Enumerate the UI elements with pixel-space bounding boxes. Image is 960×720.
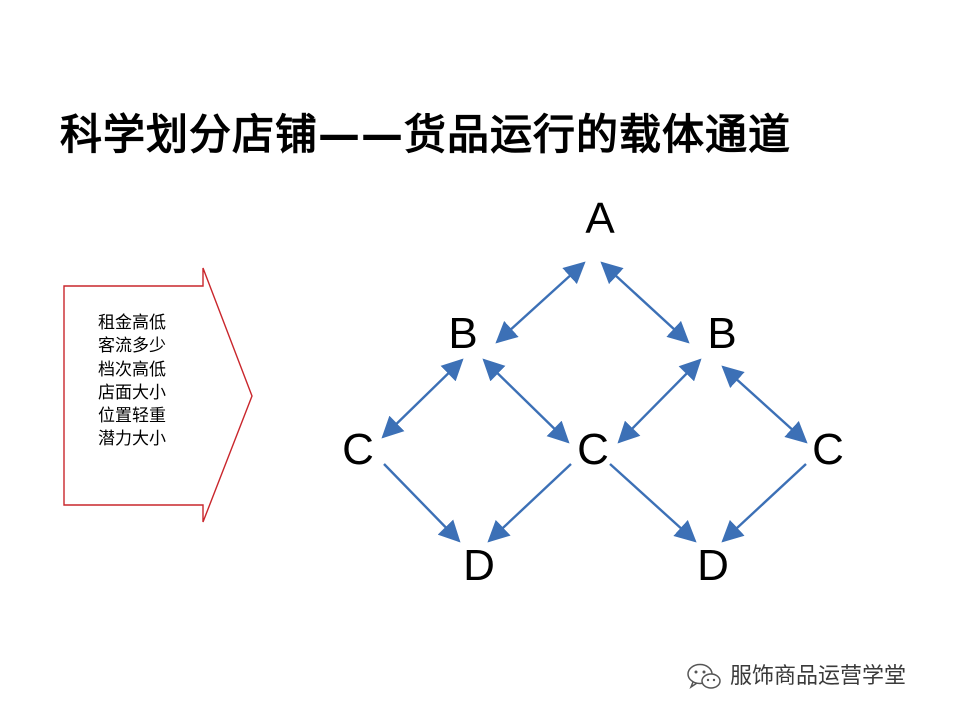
edge-a-b1	[495, 261, 586, 344]
edges-layer	[381, 261, 808, 543]
node-b-right: B	[707, 309, 737, 358]
criteria-item: 潜力大小	[98, 429, 166, 450]
criteria-list: 租金高低 客流多少 档次高低 店面大小 位置轻重 潜力大小	[98, 312, 208, 452]
edge-b1-c2	[482, 358, 570, 444]
node-d-left: D	[463, 541, 495, 590]
edge-b2-c3	[721, 365, 808, 444]
node-c-right: C	[812, 425, 844, 474]
criteria-item: 位置轻重	[98, 406, 166, 427]
edge-c2-d1	[487, 463, 572, 543]
edge-b1-c1	[381, 358, 464, 439]
edge-a-b2	[600, 261, 690, 344]
wechat-icon	[687, 663, 721, 689]
node-c-middle: C	[577, 425, 609, 474]
criteria-item: 档次高低	[98, 359, 166, 380]
edge-c2-d2	[609, 463, 697, 543]
node-b-left: B	[448, 309, 478, 358]
criteria-item: 租金高低	[98, 313, 166, 333]
edge-c1-d1	[383, 463, 461, 543]
criteria-item: 店面大小	[98, 382, 166, 403]
node-d-right: D	[697, 541, 729, 590]
criteria-item: 客流多少	[98, 336, 166, 357]
watermark: 服饰商品运营学堂	[686, 662, 906, 692]
node-a: A	[585, 194, 615, 243]
edge-c3-d2	[721, 463, 807, 543]
watermark-text: 服饰商品运营学堂	[730, 664, 907, 689]
slide-title: 科学划分店铺——货品运行的载体通道	[60, 110, 792, 159]
edge-b2-c2	[617, 358, 702, 444]
node-c-left: C	[342, 425, 374, 474]
